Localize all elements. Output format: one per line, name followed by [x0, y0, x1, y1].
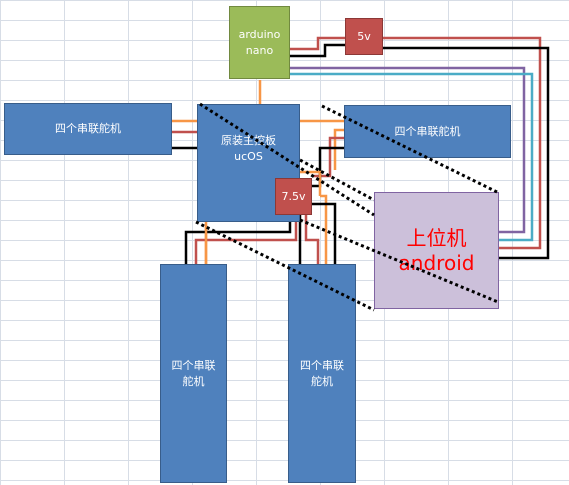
servo-group-bottom-left-label: 四个串联 舵机	[171, 358, 216, 388]
power-5v-label: 5v	[357, 29, 371, 43]
power-7-5v-label: 7.5v	[281, 189, 306, 203]
power-7-5v-module: 7.5v	[275, 178, 312, 215]
servo-group-bottom-right-label: 四个串联 舵机	[300, 358, 344, 388]
host-android-device: 上位机 android	[374, 192, 499, 309]
wire-right-servo-orange	[333, 128, 344, 170]
wire-right-servo-red	[312, 136, 344, 178]
power-5v-module: 5v	[345, 18, 383, 55]
wire-bottom-right-orange	[320, 194, 328, 265]
host-label-android: android	[398, 250, 475, 275]
wire-5v-host-black	[383, 46, 550, 260]
servo-group-bottom-right: 四个串联 舵机	[288, 264, 356, 483]
servo-group-left: 四个串联舵机	[4, 103, 172, 155]
host-label-title: 上位机	[406, 225, 467, 250]
servo-group-right-top: 四个串联舵机	[344, 105, 511, 158]
wire-bottom-right-black-2	[312, 202, 337, 265]
servo-group-bottom-left: 四个串联 舵机	[160, 264, 227, 483]
wire-right-servo-black	[312, 146, 344, 188]
wire-arduino-5v-red	[290, 36, 345, 51]
arduino-nano-label: arduino nano	[238, 27, 281, 57]
wire-5v-host-red	[383, 36, 542, 250]
wire-arduino-host-purple	[290, 66, 526, 234]
wire-arduino-host-cyan	[290, 72, 534, 242]
wire-7v5-bottom-right-red	[304, 212, 320, 265]
servo-group-left-label: 四个串联舵机	[55, 122, 121, 135]
arduino-nano-board: arduino nano	[229, 6, 290, 79]
servo-group-right-top-label: 四个串联舵机	[394, 124, 461, 138]
main-controller-label: 原装主控板 ucOS	[221, 134, 276, 163]
wire-arduino-5v-black	[290, 43, 345, 58]
